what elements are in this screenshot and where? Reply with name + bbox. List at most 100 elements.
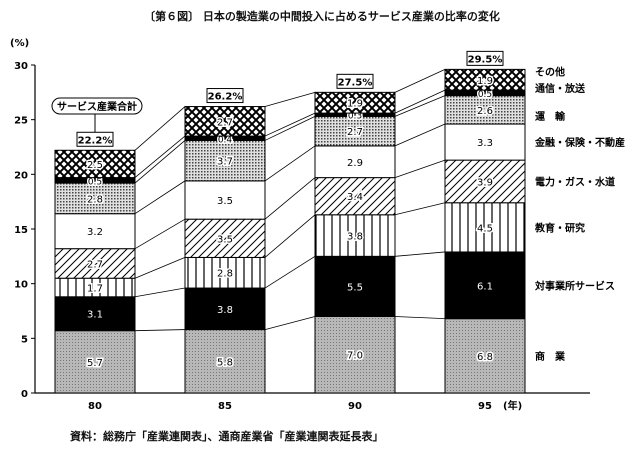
data-label: 2.7 bbox=[347, 127, 363, 138]
connector-line bbox=[394, 159, 446, 178]
data-label: 1.9 bbox=[347, 99, 363, 110]
legend-label: 通信・放送 bbox=[535, 82, 586, 95]
bar-segment bbox=[314, 177, 396, 216]
connector-line bbox=[264, 255, 316, 289]
bar-segment bbox=[184, 287, 266, 331]
data-label: 2.7 bbox=[217, 117, 233, 128]
y-tick-label: 20 bbox=[14, 170, 28, 181]
connector-line bbox=[134, 180, 186, 215]
data-label: 1.9 bbox=[477, 76, 493, 87]
legend-label: 電力・ガス・水道 bbox=[535, 175, 615, 188]
data-label: 6.8 bbox=[477, 352, 493, 363]
chart-title: 〔第６図〕 日本の製造業の中間投入に占めるサービス産業の比率の変化 bbox=[144, 10, 500, 23]
connector-line bbox=[264, 116, 316, 141]
bar-segment bbox=[444, 123, 526, 161]
connector-line bbox=[394, 95, 446, 117]
y-tick-label: 5 bbox=[21, 334, 28, 345]
connector-line bbox=[264, 214, 316, 258]
connector-line bbox=[134, 218, 186, 250]
connector-line bbox=[394, 316, 446, 320]
bar-segment bbox=[54, 248, 136, 279]
bar-segment bbox=[54, 213, 136, 250]
data-label: 3.2 bbox=[87, 227, 103, 238]
legend-label: 対事業所サービス bbox=[534, 279, 615, 292]
callout-box bbox=[51, 97, 143, 115]
data-label: 0.5 bbox=[88, 177, 102, 187]
connector-line bbox=[264, 112, 316, 137]
x-tick-label: 80 bbox=[88, 401, 102, 412]
data-label: 3.3 bbox=[477, 138, 493, 149]
data-label: 0.5 bbox=[478, 90, 492, 100]
data-label: 2.9 bbox=[347, 158, 363, 169]
total-label: 29.5% bbox=[468, 54, 503, 65]
legend-label: 商 業 bbox=[535, 350, 566, 363]
connector-line bbox=[394, 69, 446, 93]
data-label: 5.7 bbox=[87, 358, 103, 369]
bar-segment bbox=[54, 330, 136, 394]
bar-segment bbox=[314, 115, 396, 147]
data-label: 2.7 bbox=[87, 259, 103, 270]
data-label: 0.4 bbox=[218, 135, 233, 145]
bar-segment bbox=[54, 149, 136, 179]
data-label: 2.8 bbox=[87, 194, 103, 205]
data-label: 3.7 bbox=[217, 157, 233, 168]
legend-label: 教育・研究 bbox=[534, 221, 585, 234]
connector-line bbox=[134, 140, 186, 184]
bar-segment bbox=[184, 180, 266, 220]
legend-label: 金融・保険・不動産 bbox=[534, 136, 625, 149]
y-tick-label: 0 bbox=[21, 389, 28, 400]
data-label: 3.8 bbox=[217, 305, 233, 316]
legend-label: 運 輸 bbox=[535, 110, 566, 123]
data-label: 2.8 bbox=[217, 269, 233, 280]
connector-line bbox=[134, 287, 186, 298]
bar-segment bbox=[54, 296, 136, 332]
data-label: 2.6 bbox=[477, 106, 493, 117]
total-label: 26.2% bbox=[208, 92, 243, 103]
connector-line bbox=[264, 91, 316, 107]
connector-line bbox=[134, 329, 186, 332]
connector-line bbox=[394, 251, 446, 257]
bar-segment bbox=[314, 91, 396, 114]
bar-segment bbox=[444, 68, 526, 91]
total-callout: サービス産業合計 bbox=[57, 100, 137, 113]
y-axis-label: (%) bbox=[10, 38, 30, 49]
bar-segment bbox=[184, 106, 266, 137]
total-box bbox=[336, 73, 374, 89]
x-axis-suffix: (年) bbox=[503, 399, 522, 412]
x-tick-label: 85 bbox=[218, 401, 232, 412]
connector-line bbox=[264, 316, 316, 330]
total-box bbox=[206, 88, 244, 104]
data-label: 3.5 bbox=[217, 196, 233, 207]
connector-line bbox=[134, 257, 186, 279]
bar-segment bbox=[314, 145, 396, 179]
bar-segment bbox=[54, 182, 136, 215]
total-box bbox=[466, 50, 504, 66]
connector-line bbox=[134, 135, 186, 178]
data-label: 3.1 bbox=[87, 310, 103, 321]
legend-label: その他 bbox=[535, 65, 565, 78]
data-label: 5.8 bbox=[217, 357, 233, 368]
connector-line bbox=[264, 145, 316, 182]
x-tick-label: 90 bbox=[348, 401, 362, 412]
bar-segment bbox=[184, 329, 266, 394]
y-tick-label: 25 bbox=[14, 116, 28, 127]
bar-segment bbox=[184, 256, 266, 289]
data-label: 2.5 bbox=[87, 160, 103, 171]
data-label: 3.9 bbox=[477, 177, 493, 188]
data-label: 7.0 bbox=[347, 351, 363, 362]
connector-line bbox=[394, 123, 446, 147]
bar-segment bbox=[444, 202, 526, 253]
data-label: 4.5 bbox=[477, 223, 493, 234]
y-tick-label: 10 bbox=[14, 280, 28, 291]
bar-segment bbox=[314, 255, 396, 317]
data-label: 3.8 bbox=[347, 232, 363, 243]
bar-segment bbox=[444, 159, 526, 204]
total-label: 27.5% bbox=[338, 77, 373, 88]
data-label: 3.4 bbox=[347, 192, 363, 203]
connector-line bbox=[134, 106, 186, 151]
x-tick-label: 95 bbox=[478, 401, 492, 412]
source-note: 資料：総務庁「産業連関表」、通商産業省「産業連関表延長表」 bbox=[70, 430, 384, 443]
bar-segment bbox=[314, 214, 396, 257]
y-tick-label: 30 bbox=[14, 61, 28, 72]
